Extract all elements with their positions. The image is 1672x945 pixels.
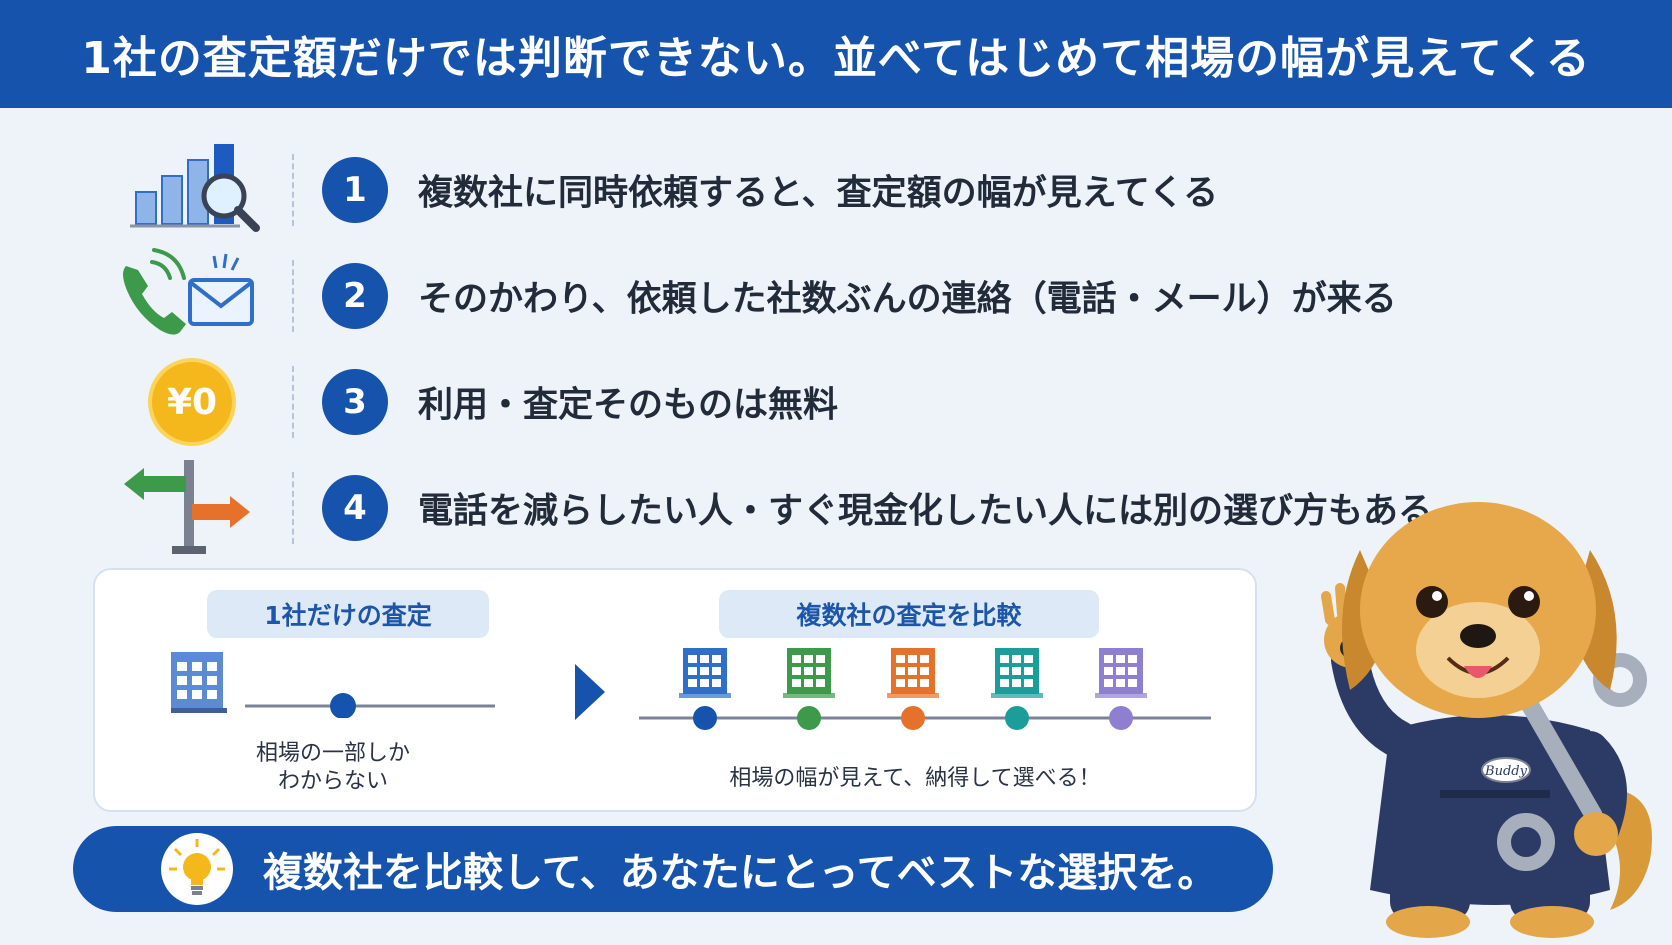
signpost-icon xyxy=(112,458,262,558)
mascot-badge: Buddy xyxy=(1484,764,1528,779)
price-dot xyxy=(693,706,717,730)
row-divider xyxy=(292,260,294,332)
building-icon xyxy=(171,652,227,713)
multi-company-range xyxy=(639,648,1211,730)
price-dot xyxy=(901,706,925,730)
phone-mail-icon xyxy=(112,246,262,346)
point-number-badge: 1 xyxy=(322,157,388,223)
building-icon xyxy=(783,648,835,698)
point-text: 電話を減らしたい人・すぐ現金化したい人には別の選び方もある xyxy=(418,491,1434,532)
single-company-caption: 相場の一部しか わからない xyxy=(255,741,410,794)
price-dot xyxy=(1005,706,1029,730)
comparison-panel: 1社だけの査定 相場の一部しか わからない 複数社の査定を比較 相場の幅が見えて… xyxy=(93,568,1257,812)
multi-company-caption: 相場の幅が見えて、納得して選べる！ xyxy=(729,766,1101,791)
coin-label: ¥0 xyxy=(148,358,236,446)
point-text: そのかわり、依頼した社数ぶんの連絡（電話・メール）が来る xyxy=(418,279,1397,320)
row-divider xyxy=(292,366,294,438)
dog-mascot-icon: Buddy xyxy=(1320,490,1672,941)
page-title: 1社の査定額だけでは判断できない。並べてはじめて相場の幅が見えてくる xyxy=(81,33,1591,84)
point-row-3: ¥0 3 利用・査定そのものは無料 xyxy=(0,352,1672,452)
point-text: 複数社に同時依頼すると、査定額の幅が見えてくる xyxy=(418,173,1219,214)
building-icon xyxy=(679,648,731,698)
footer-banner: 複数社を比較して、あなたにとってベストな選択を。 xyxy=(73,826,1273,912)
price-dot xyxy=(797,706,821,730)
single-company-label: 1社だけの査定 xyxy=(207,590,489,638)
lightbulb-icon xyxy=(161,833,233,905)
footer-message: 複数社を比較して、あなたにとってベストな選択を。 xyxy=(263,850,1218,896)
price-dot xyxy=(330,693,356,718)
price-dot xyxy=(1109,706,1133,730)
point-number-badge: 2 xyxy=(322,263,388,329)
building-icon xyxy=(887,648,939,698)
row-divider xyxy=(292,472,294,544)
building-icon xyxy=(991,648,1043,698)
multi-company-label: 複数社の査定を比較 xyxy=(719,590,1099,638)
point-row-4: 4 電話を減らしたい人・すぐ現金化したい人には別の選び方もある xyxy=(0,458,1672,558)
point-number-badge: 3 xyxy=(322,369,388,435)
header-banner: 1社の査定額だけでは判断できない。並べてはじめて相場の幅が見えてくる xyxy=(0,0,1672,108)
point-text: 利用・査定そのものは無料 xyxy=(418,385,839,426)
building-icon xyxy=(1095,648,1147,698)
point-row-1: 1 複数社に同時依頼すると、査定額の幅が見えてくる xyxy=(0,140,1672,240)
yen-zero-coin-icon: ¥0 xyxy=(112,352,262,452)
arrow-right-icon xyxy=(575,664,605,720)
point-row-2: 2 そのかわり、依頼した社数ぶんの連絡（電話・メール）が来る xyxy=(0,246,1672,346)
row-divider xyxy=(292,154,294,226)
point-number-badge: 4 xyxy=(322,475,388,541)
chart-magnifier-icon xyxy=(112,140,262,240)
